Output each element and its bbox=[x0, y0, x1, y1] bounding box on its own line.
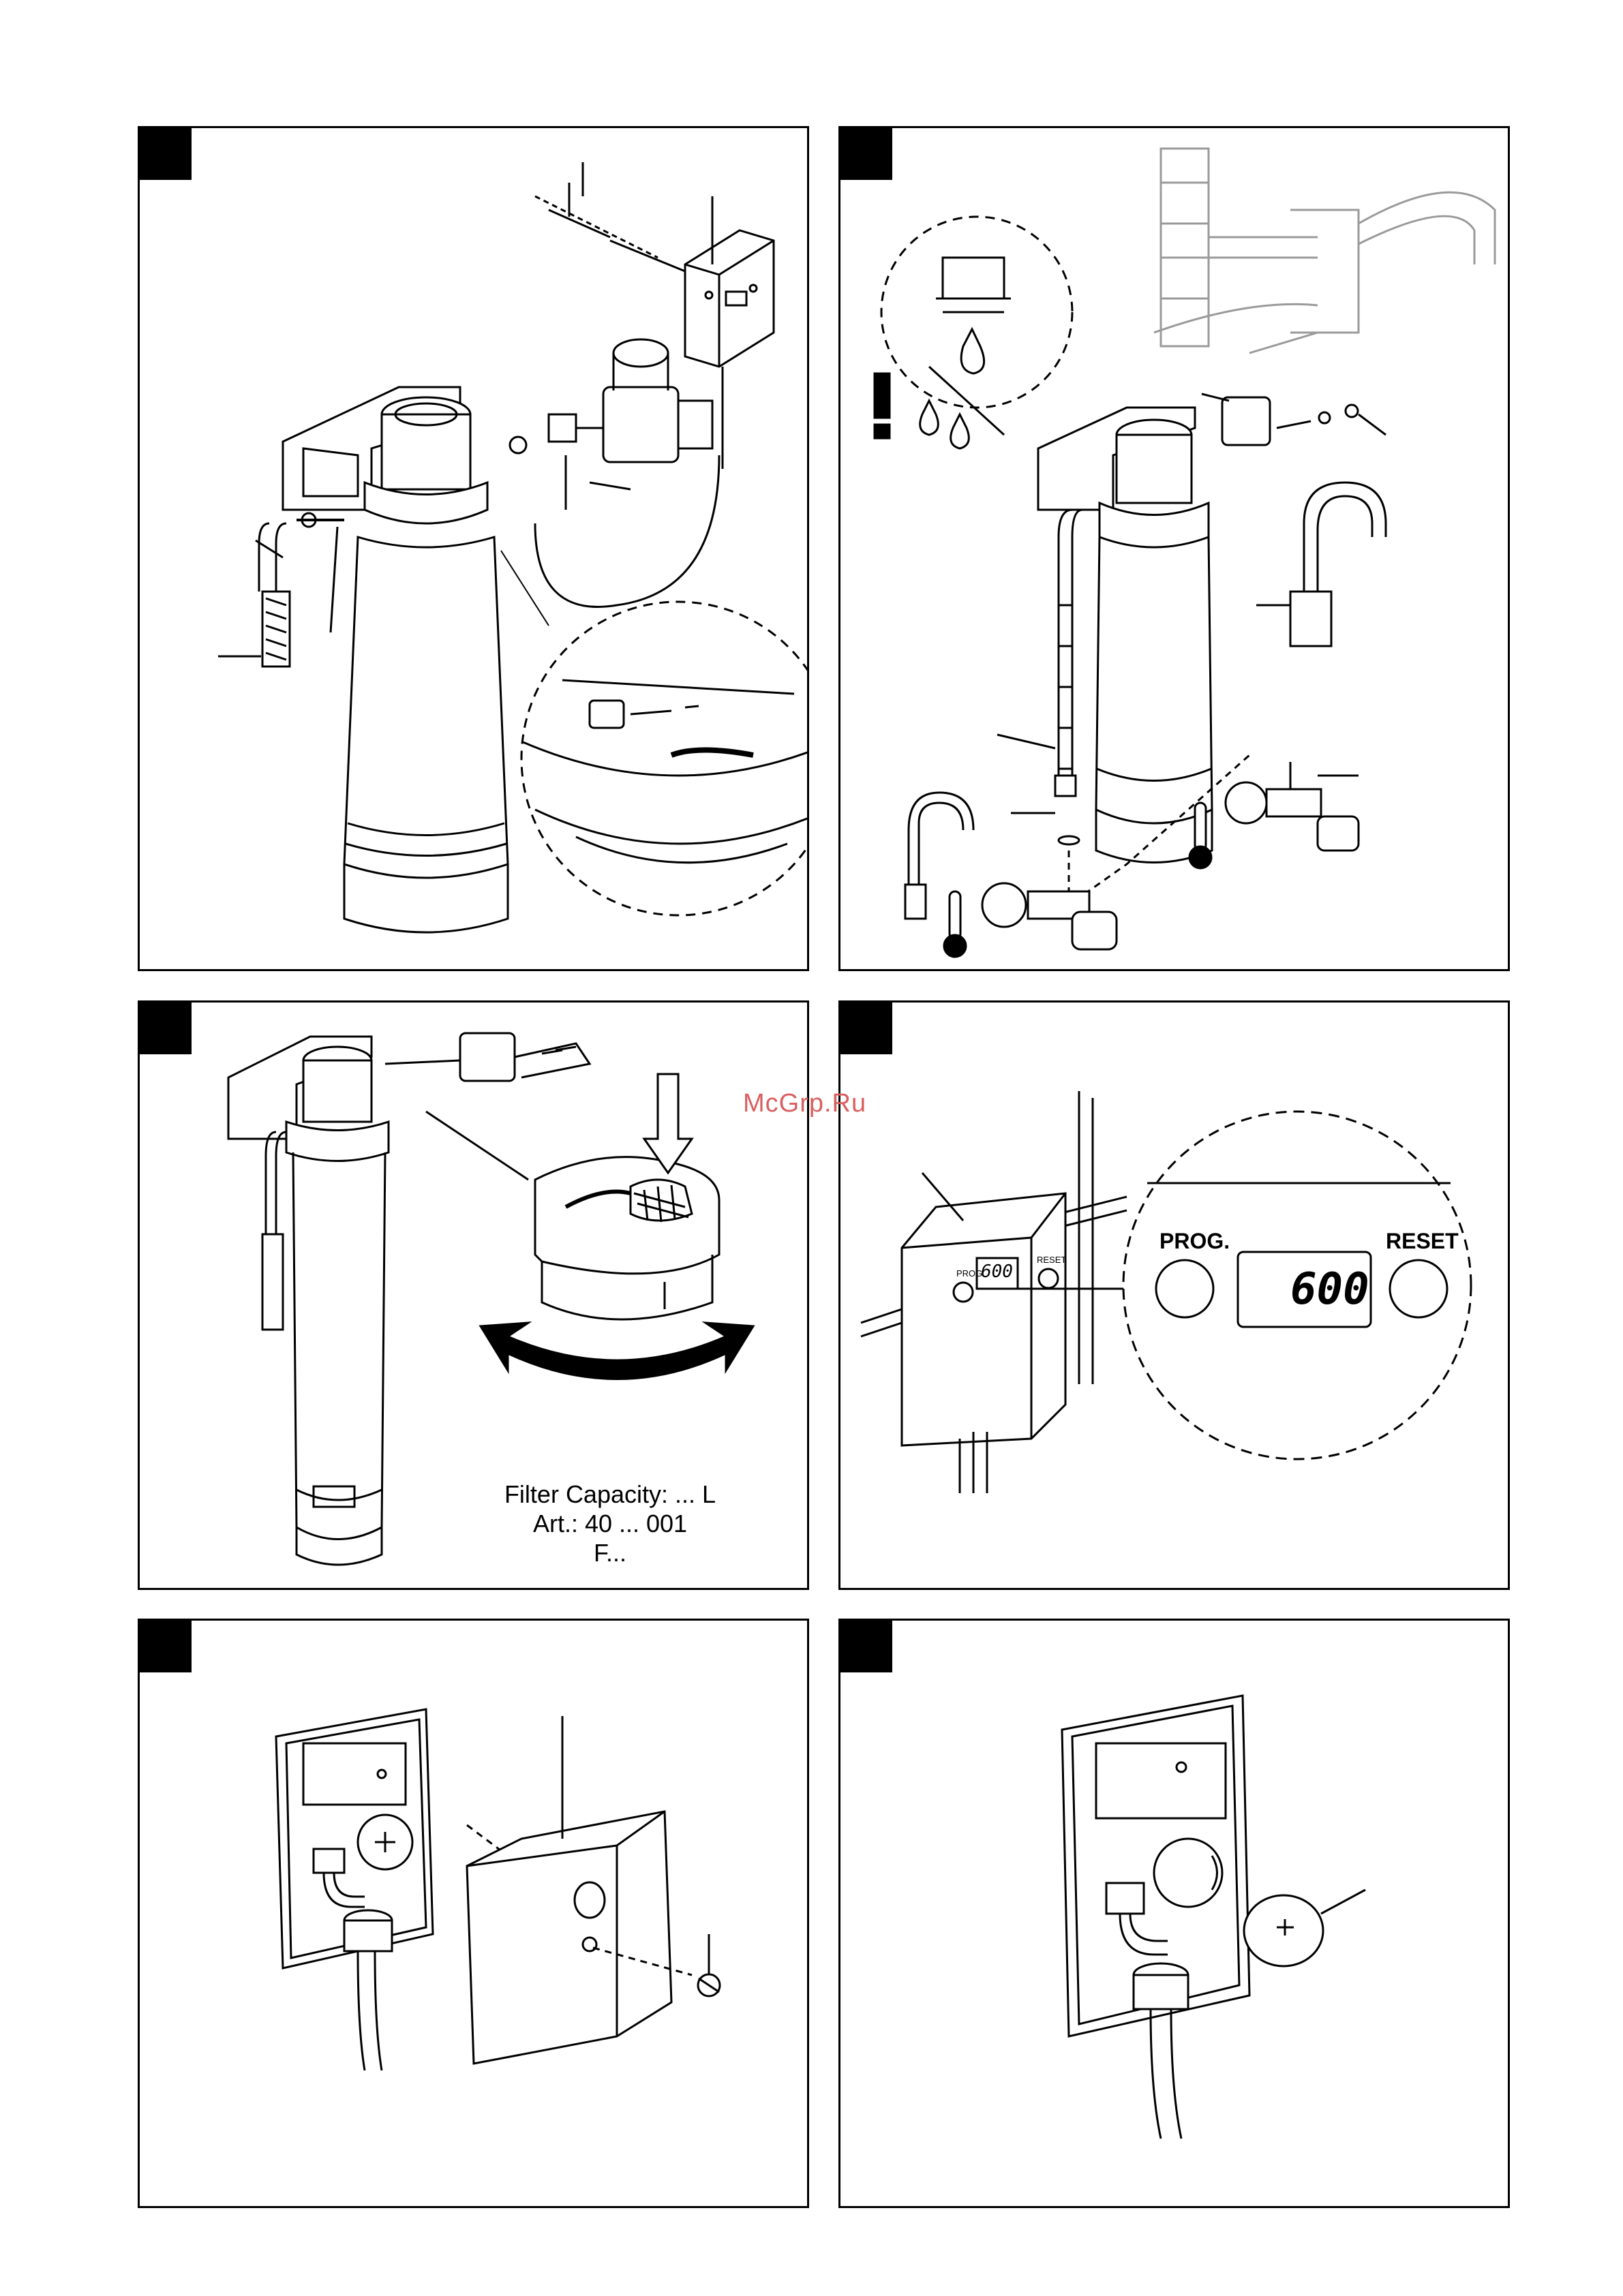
prog-button-label: PROG. bbox=[1159, 1229, 1230, 1254]
capacity-label-line-2: Art.: 40 ... 001 bbox=[453, 1509, 767, 1539]
cover-illustration bbox=[140, 1621, 809, 2208]
device-display-value: 600 bbox=[981, 1261, 1013, 1282]
battery-illustration bbox=[840, 1621, 1510, 2208]
connection-illustration bbox=[840, 128, 1510, 971]
panel-4-display: PROG. RESET 600 PROG. RESET 600 bbox=[838, 1000, 1510, 1590]
panel-5-cover bbox=[138, 1619, 809, 2208]
installation-illustration bbox=[140, 128, 809, 971]
display-illustration bbox=[840, 1002, 1510, 1590]
reset-button-label: RESET bbox=[1386, 1229, 1459, 1254]
capacity-label-line-3: F... bbox=[453, 1538, 767, 1568]
panel-6-battery bbox=[838, 1619, 1510, 2208]
panel-3-cartridge: Filter Capacity: ... L Art.: 40 ... 001 … bbox=[138, 1000, 809, 1590]
lcd-display-value: 600 bbox=[1290, 1264, 1369, 1315]
panel-2-connection bbox=[838, 126, 1510, 971]
watermark: McGrp.Ru bbox=[743, 1089, 866, 1118]
device-reset-label: RESET bbox=[1037, 1255, 1066, 1265]
panel-1-installation bbox=[138, 126, 809, 971]
capacity-label-line-1: Filter Capacity: ... L bbox=[453, 1480, 767, 1510]
